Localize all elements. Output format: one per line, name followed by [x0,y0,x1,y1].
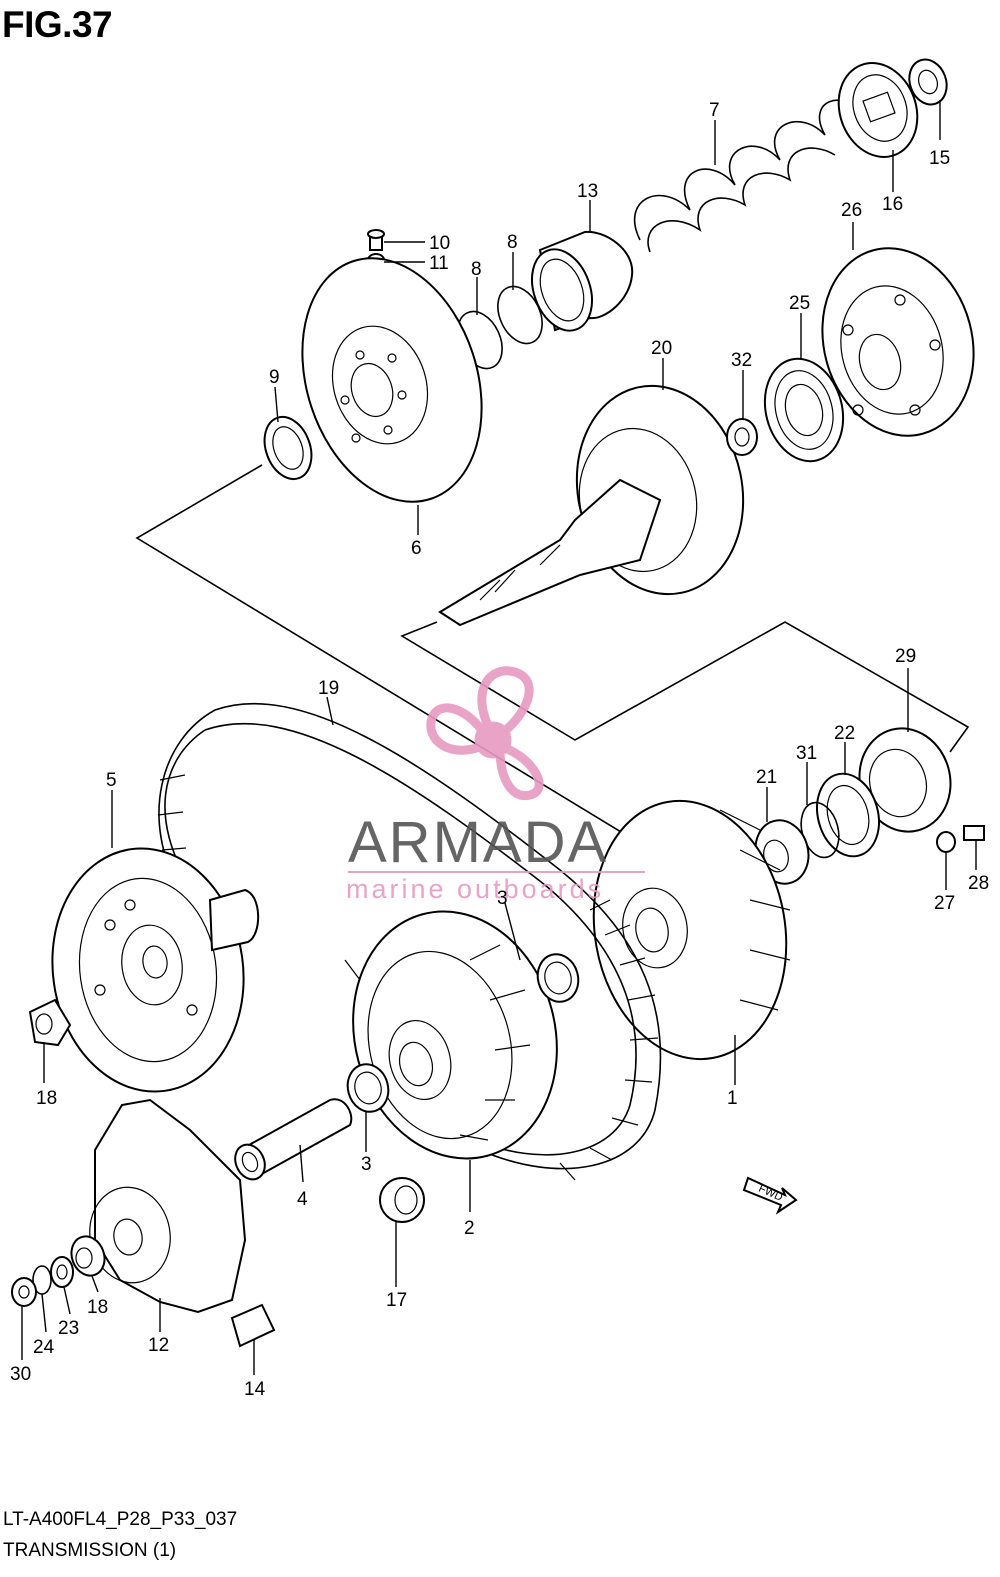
part-23-nut [50,1256,74,1288]
armada-watermark: ARMADA marine outboards [346,666,645,904]
part-17-bearing [379,1177,425,1223]
part-14-slide-piece [230,1303,276,1348]
callout-18-left: 18 [36,1088,57,1109]
callout-7: 7 [709,100,720,121]
callout-13: 13 [577,181,598,202]
callout-27: 27 [934,893,955,914]
callout-15: 15 [929,148,950,169]
leader-lines [21,100,977,1375]
callout-4: 4 [297,1189,308,1210]
callout-23: 23 [58,1318,79,1339]
callout-26: 26 [841,200,862,221]
callout-2: 2 [464,1218,475,1239]
callout-32: 32 [731,350,752,371]
assembly-reference-lines [135,464,970,881]
part-30-nut [11,1277,37,1307]
callout-20: 20 [651,338,672,359]
callout-3-lower: 3 [361,1154,372,1175]
watermark-brand: ARMADA [348,810,608,875]
callout-12: 12 [148,1335,169,1356]
part-9-oil-seal [263,416,313,480]
callout-labels: 1 2 3 3 4 5 6 7 8 8 9 10 11 12 13 14 15 … [10,100,989,1400]
callout-10: 10 [429,233,450,254]
part-6-driven-face [301,257,483,503]
part-10-pin [367,229,385,251]
callout-24: 24 [33,1337,55,1358]
callout-30: 30 [10,1364,31,1385]
callout-9: 9 [269,367,280,388]
callout-8-left: 8 [471,259,482,280]
watermark-tagline: marine outboards [346,874,604,904]
part-18-spacer [28,998,72,1047]
callout-28: 28 [968,873,989,894]
part-32-nut [726,418,758,456]
part-20-clutch-housing-shaft [438,384,745,627]
callout-21: 21 [756,767,777,788]
callout-22: 22 [834,723,855,744]
part-28-bolt [963,825,985,841]
section-name: TRANSMISSION (1) [3,1540,177,1561]
callout-3-upper: 3 [497,888,508,909]
part-15-lock-nut [908,58,948,106]
part-13-collar [531,230,634,332]
part-22-oil-seal [816,772,880,858]
part-12-cam-plate [89,1098,247,1314]
propeller-logo-icon [426,666,544,801]
part-25-one-way-clutch [763,357,845,463]
part-3-oil-seals [346,953,580,1113]
part-26-clutch-shoe-assembly [821,247,975,437]
callout-16: 16 [882,194,903,215]
figure-title: FIG.37 [2,4,113,45]
callout-14: 14 [244,1379,266,1400]
callout-1: 1 [727,1088,738,1109]
part-18-collar-lower [70,1235,106,1277]
callout-18-lower: 18 [87,1297,108,1318]
fwd-direction-marker: FWD [742,1176,798,1215]
callout-19: 19 [318,678,339,699]
part-27-washer [936,831,956,853]
callout-31: 31 [796,743,817,764]
callout-8-right: 8 [507,232,518,253]
part-1-fixed-driven-face [592,799,791,1061]
callout-25: 25 [789,293,810,314]
callout-11: 11 [429,253,449,274]
callout-17: 17 [386,1290,407,1311]
part-4-sleeve [234,1098,353,1181]
callout-29: 29 [895,646,916,667]
part-16-spring-seat [837,62,919,158]
callout-6: 6 [411,538,422,559]
callout-5: 5 [106,770,117,791]
part-7-spring [633,99,861,253]
part-5-drive-face [51,847,260,1093]
model-code: LT-A400FL4_P28_P33_037 [3,1509,238,1530]
part-2-movable-drive-face [344,910,558,1160]
